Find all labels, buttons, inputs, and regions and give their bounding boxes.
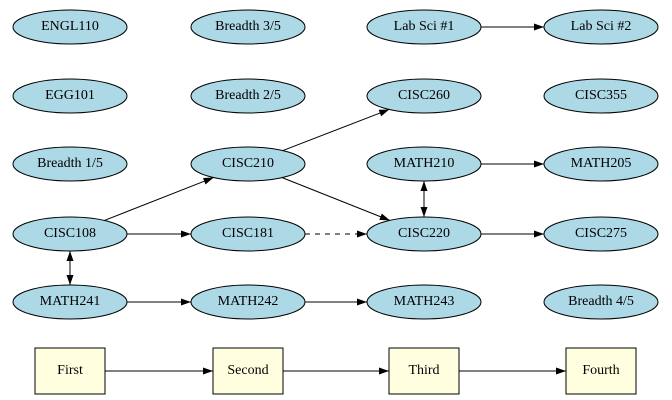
node-cisc275 (543, 216, 659, 252)
edge-cisc108-to-cisc210 (104, 177, 214, 221)
node-breadth25 (190, 78, 306, 114)
semester-first-box (34, 347, 106, 395)
node-breadth45 (543, 284, 659, 320)
semester-fourth-box (565, 347, 637, 395)
semester-second-box (212, 347, 284, 395)
node-breadth15 (12, 146, 128, 182)
node-cisc260 (366, 78, 482, 114)
node-cisc108 (12, 216, 128, 252)
edge-cisc210-to-cisc260 (282, 108, 390, 152)
edge-cisc210-to-cisc220 (282, 177, 390, 221)
node-math242 (190, 284, 306, 320)
nodes (12, 9, 659, 395)
node-math205 (543, 146, 659, 182)
node-cisc210 (190, 146, 306, 182)
node-cisc181 (190, 216, 306, 252)
node-labsci2 (543, 9, 659, 45)
node-math210 (366, 146, 482, 182)
node-cisc220 (366, 216, 482, 252)
node-math241 (12, 284, 128, 320)
node-math243 (366, 284, 482, 320)
node-cisc355 (543, 78, 659, 114)
node-breadth35 (190, 9, 306, 45)
node-egg101 (12, 78, 128, 114)
node-labsci1 (366, 9, 482, 45)
node-engl110 (12, 9, 128, 45)
semester-third-box (388, 347, 460, 395)
edges (66, 23, 566, 375)
